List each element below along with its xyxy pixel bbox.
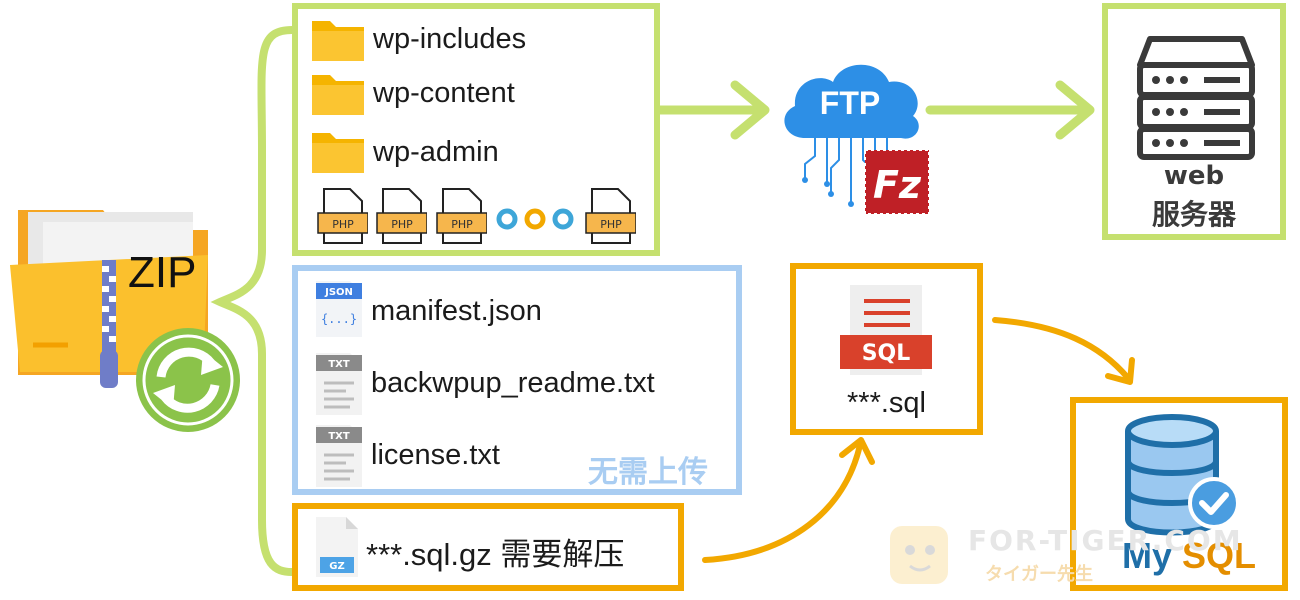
no-upload-note: 无需上传 [588,455,708,490]
mysql-logo: My SQL [1122,535,1256,577]
file-label: license.txt [371,439,500,471]
folder-label: wp-content [373,77,515,109]
svg-text:FTP: FTP [820,85,880,121]
zip-archive: ZIP [8,200,240,440]
svg-text:TXT: TXT [328,431,350,442]
file-label: manifest.json [371,295,542,327]
folder-icon [312,133,364,173]
folder-icon [312,75,364,115]
arrow-sql-to-mysql [992,317,1131,381]
sql-box: SQL ***.sql [790,263,983,435]
svg-text:JSON: JSON [324,287,353,298]
sync-icon [136,328,240,432]
svg-text:TXT: TXT [328,359,350,370]
zipper-icon [100,260,118,388]
svg-text:PHP: PHP [332,218,354,231]
watermark-text: FOR-TIGER.COM [968,524,1243,557]
web-server-box: web 服务器 [1102,3,1286,240]
file-label: backwpup_readme.txt [371,367,655,399]
json-file-icon: JSON {...} [316,281,362,337]
filezilla-icon: Fz [864,149,930,215]
mysql-label-sql-part: SQL [1182,535,1257,576]
txt-file-icon: TXT [316,425,362,487]
php-file-icon: PHP [585,188,636,244]
php-file-icon: PHP [376,188,427,244]
sql-label: ***.sql [847,387,926,419]
mysql-box: My SQL [1070,397,1288,591]
folder-icon [312,21,364,61]
svg-text:PHP: PHP [391,218,413,231]
server-label-line2: 服务器 [1151,198,1236,231]
wp-files-box: wp-includes wp-content wp-admin PHP PHP … [292,3,660,256]
database-icon [1125,414,1240,536]
ellipsis-dots [496,208,574,230]
watermark-subtext: タイガー先生 [985,564,1093,585]
tiger-mascot-icon [890,526,948,584]
folder-label: wp-includes [373,23,527,55]
watermark-mascot [880,520,960,590]
txt-file-icon: TXT [316,353,362,415]
sql-file-icon: SQL [840,285,932,375]
zip-label: ZIP [128,248,197,297]
ftp-client: FTP Fz [775,52,935,222]
php-file-icon: PHP [317,188,368,244]
gz-file-icon: GZ [316,517,358,577]
mysql-label: My [1122,535,1173,576]
svg-text:PHP: PHP [600,218,622,231]
zip-brace [210,26,296,576]
misc-files-box: JSON {...} manifest.json TXT backwpup_re… [292,265,742,495]
svg-text:PHP: PHP [451,218,473,231]
svg-text:{...}: {...} [321,312,357,326]
check-icon [1188,477,1240,529]
server-icon [1137,36,1255,160]
svg-text:Fz: Fz [873,163,922,207]
gz-label: ***.sql.gz 需要解压 [366,537,625,572]
svg-text:SQL: SQL [862,341,911,366]
server-label-line1: web [1163,161,1225,191]
svg-text:GZ: GZ [329,561,344,572]
php-file-icon: PHP [436,188,487,244]
arrow-gz-to-sql [702,442,863,563]
gz-box: GZ ***.sql.gz 需要解压 [292,503,684,591]
folder-label: wp-admin [373,136,499,168]
